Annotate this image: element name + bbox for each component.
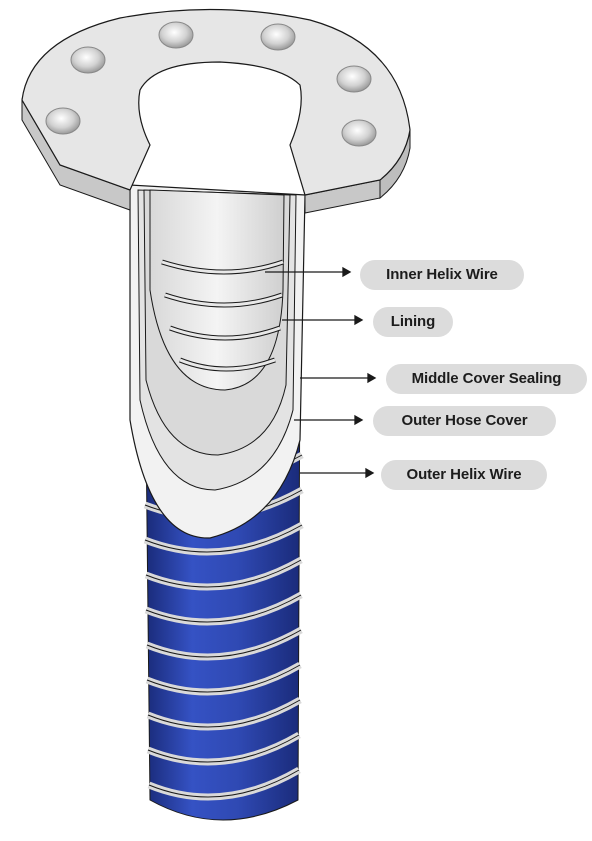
label-inner-helix-wire: Inner Helix Wire (360, 260, 524, 290)
flange-top (22, 9, 410, 195)
label-outer-hose-cover: Outer Hose Cover (373, 406, 556, 436)
label-outer-helix-wire: Outer Helix Wire (381, 460, 547, 490)
label-lining: Lining (373, 307, 453, 337)
label-middle-cover-sealing: Middle Cover Sealing (386, 364, 587, 394)
